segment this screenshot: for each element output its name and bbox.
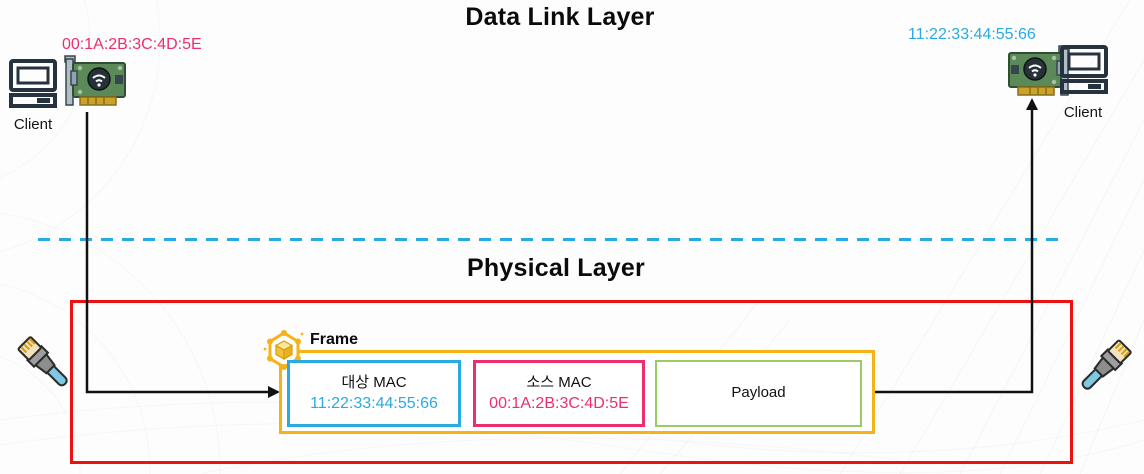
frame-field-source-mac: 소스 MAC 00:1A:2B:3C:4D:5E <box>473 360 645 427</box>
payload-title: Payload <box>731 384 786 402</box>
frame-cube-icon <box>263 330 304 370</box>
ethernet-cable-icon <box>17 336 68 387</box>
computer-icon <box>1060 45 1108 94</box>
network-card-icon <box>64 55 126 106</box>
right-client-mac-address: 11:22:33:44:55:66 <box>908 26 1036 43</box>
left-client-mac-address: 00:1A:2B:3C:4D:5E <box>62 36 202 53</box>
physical-layer-boundary-box <box>70 300 1073 464</box>
physical-layer-title: Physical Layer <box>467 254 645 282</box>
layer-divider-dashed-line <box>38 238 1060 241</box>
computer-icon <box>9 59 57 108</box>
frame-field-payload: Payload <box>655 360 862 427</box>
destination-mac-value: 11:22:33:44:55:66 <box>310 394 438 412</box>
ethernet-cable-icon <box>1081 339 1132 390</box>
frame-field-destination-mac: 대상 MAC 11:22:33:44:55:66 <box>287 360 461 427</box>
source-mac-value: 00:1A:2B:3C:4D:5E <box>489 394 629 412</box>
source-mac-title: 소스 MAC <box>526 373 592 391</box>
right-client-label: Client <box>1063 104 1103 121</box>
frame-label: Frame <box>310 331 359 348</box>
network-card-icon <box>1008 45 1070 96</box>
left-client-label: Client <box>13 116 53 133</box>
data-link-layer-title: Data Link Layer <box>465 3 655 31</box>
arrowhead-up <box>1026 98 1038 110</box>
destination-mac-title: 대상 MAC <box>341 373 407 391</box>
